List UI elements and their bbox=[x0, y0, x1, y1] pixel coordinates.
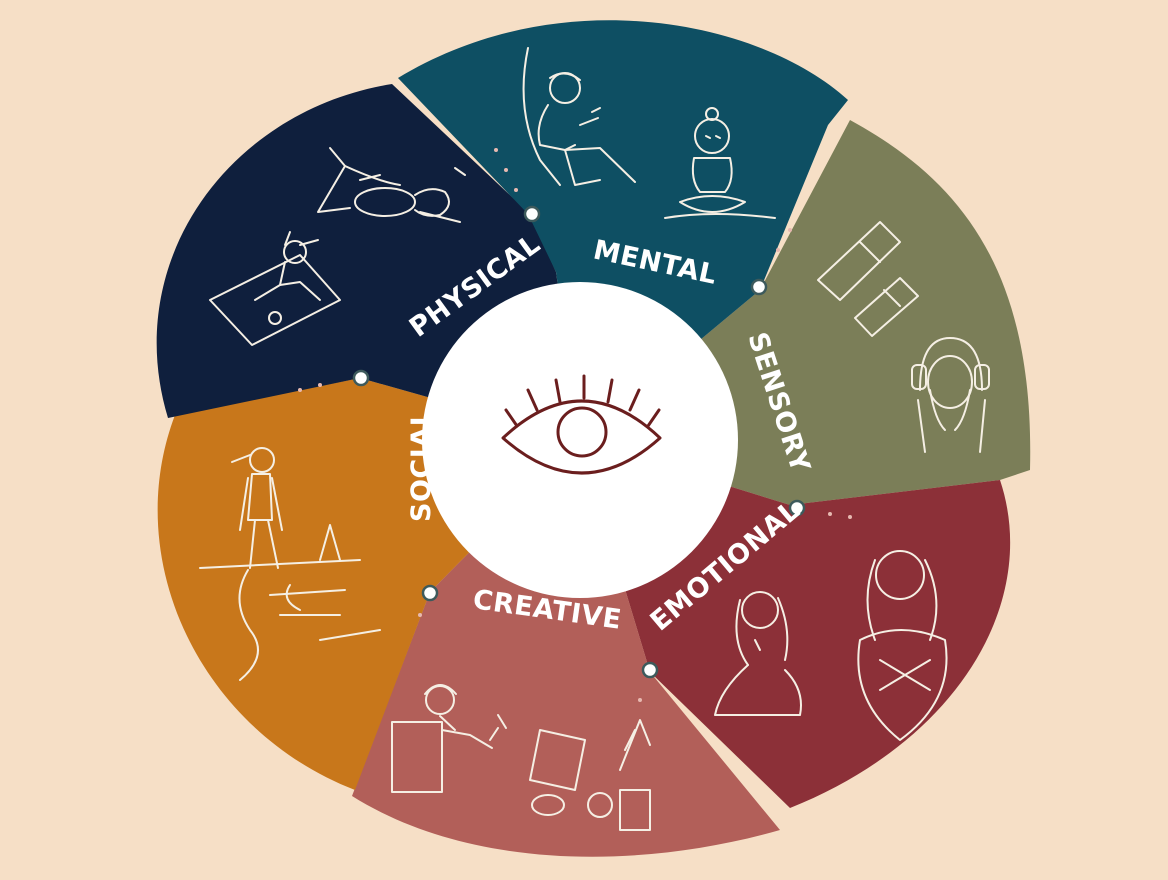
center-hub bbox=[422, 282, 738, 598]
illustrations bbox=[199, 47, 990, 831]
segment-mental bbox=[398, 20, 848, 440]
segment-creative bbox=[352, 440, 780, 857]
boundary-dot bbox=[421, 584, 439, 602]
self-hug-icon bbox=[857, 550, 948, 741]
craft-supplies-icon bbox=[529, 719, 651, 831]
reading-person-icon bbox=[522, 47, 636, 186]
boundary-dot bbox=[523, 205, 541, 223]
boundary-dot bbox=[788, 499, 806, 517]
lying-person-icon bbox=[317, 147, 466, 223]
boundary-dot bbox=[352, 369, 370, 387]
boundary-dot bbox=[750, 278, 768, 296]
lip-balm-icon bbox=[817, 221, 919, 337]
headphones-person-icon bbox=[911, 337, 990, 453]
winding-path-icon bbox=[238, 569, 381, 681]
eye-icon bbox=[501, 374, 662, 475]
boundary-dots bbox=[298, 148, 852, 702]
segment-mental-shape bbox=[398, 20, 848, 440]
center-circle bbox=[422, 282, 738, 598]
segment-creative-shape bbox=[352, 440, 780, 857]
yoga-mat-person-icon bbox=[209, 231, 341, 346]
artist-person-icon bbox=[391, 684, 507, 793]
meditating-person-icon bbox=[664, 107, 776, 219]
walking-person-icon bbox=[199, 447, 361, 569]
sad-person-icon bbox=[714, 591, 802, 716]
boundary-dot bbox=[641, 661, 659, 679]
